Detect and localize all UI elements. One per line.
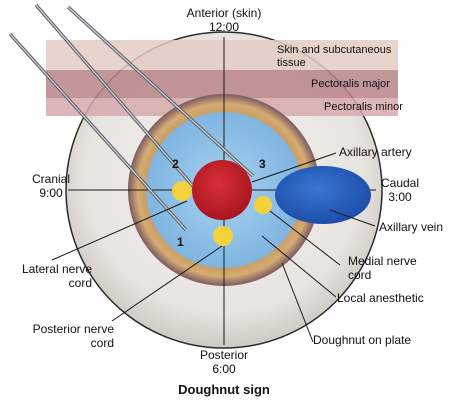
leader-lateral-cord: [51, 200, 188, 261]
anterior-label: Anterior (skin) 12:00: [164, 6, 284, 34]
pectoralis-major-label: Pectoralis major: [311, 78, 390, 90]
axillary-artery: [192, 160, 252, 220]
posterior-text: Posterior: [199, 348, 249, 362]
lateral-nerve-cord: [172, 181, 192, 201]
medial-nerve-cord: [254, 196, 272, 214]
cranial-text: Cranial: [31, 172, 70, 186]
posterior-nerve-cord: [213, 226, 233, 246]
leader-posterior-cord: [111, 245, 223, 322]
posterior-cord-label: Posterior nerve cord: [32, 322, 114, 350]
skin-label: Skin and subcutaneous tissue: [277, 44, 392, 69]
caudal-time: 3:00: [388, 190, 412, 204]
posterior-time: 6:00: [212, 362, 236, 376]
axillary-vein: [275, 166, 371, 224]
leader-axillary-artery: [251, 152, 337, 183]
cranial-label: Cranial 9:00: [28, 172, 74, 200]
cranial-time: 9:00: [39, 186, 63, 200]
needle-number-1: 1: [177, 235, 184, 249]
doughnut-on-plate-label: Doughnut on plate: [313, 333, 412, 347]
axillary-vein-label: Axillary vein: [379, 220, 444, 234]
needle-number-3: 3: [259, 157, 266, 171]
lateral-cord-label: Lateral nerve cord: [21, 262, 92, 290]
needle-number-2: 2: [172, 157, 179, 171]
leader-medial-cord: [269, 210, 341, 266]
figure-caption: Doughnut sign: [178, 382, 270, 397]
caudal-text: Caudal: [380, 176, 420, 190]
posterior-label: Posterior 6:00: [184, 348, 264, 376]
leader-axillary-vein: [329, 209, 376, 227]
leader-local-anesthetic: [261, 235, 337, 298]
anterior-time: 12:00: [208, 20, 240, 34]
axillary-artery-label: Axillary artery: [339, 145, 412, 159]
skin-band: [46, 40, 398, 70]
leader-doughnut: [281, 262, 314, 343]
medial-cord-label: Medial nerve cord: [348, 254, 417, 282]
anterior-text: Anterior (skin): [186, 6, 262, 20]
leader-lines: [51, 152, 376, 343]
pectoralis-minor-label: Pectoralis minor: [324, 101, 403, 113]
caudal-label: Caudal 3:00: [377, 176, 423, 204]
needles: [8, 3, 255, 232]
local-anesthetic-label: Local anesthetic: [337, 291, 424, 305]
